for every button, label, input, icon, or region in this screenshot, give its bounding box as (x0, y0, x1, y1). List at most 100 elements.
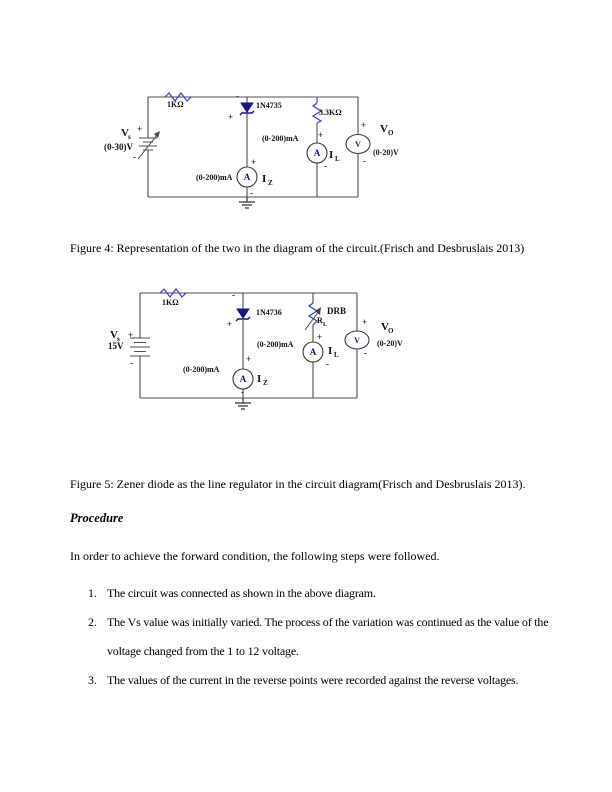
zener-diode-icon (235, 308, 251, 322)
label-source-name: V (110, 329, 118, 341)
label-iz-name: I (257, 373, 261, 385)
il-plus-mark: + (318, 130, 323, 140)
zener-triangle (236, 308, 250, 319)
label-vo-sub: O (388, 129, 394, 137)
procedure-steps: 1. The circuit was connected as shown in… (88, 579, 550, 695)
figure5-circuit-diagram: A A V 1KΩ - 1N4736 + V s + 15V - (0-200)… (108, 288, 403, 410)
voltmeter-letter: V (354, 336, 360, 345)
figure5-caption: Figure 5: Zener diode as the line regula… (70, 477, 526, 491)
label-source-value: 15V (108, 341, 124, 351)
iz-plus-mark: + (246, 354, 251, 364)
label-il-range: (0-200)mA (262, 134, 299, 143)
source-plus-mark: + (128, 330, 133, 340)
label-series-resistor: 1KΩ (162, 298, 179, 307)
ammeter-iz-icon (236, 166, 258, 188)
procedure-intro: In order to achieve the forward conditio… (70, 549, 440, 563)
label-il-sub: L (334, 351, 339, 359)
source-minus-mark: - (130, 358, 133, 368)
step-number: 2. (88, 615, 97, 629)
zener-bar (235, 316, 251, 322)
label-il-name: I (328, 345, 332, 357)
variable-arrowhead (154, 131, 160, 138)
figure5-wires (139, 292, 358, 399)
label-iz-sub: Z (263, 379, 268, 387)
il-minus-mark: - (326, 359, 329, 369)
label-iz-sub: Z (268, 179, 273, 187)
battery-icon (130, 337, 150, 357)
label-vo-sub: O (388, 327, 394, 335)
vo-plus-mark: + (362, 317, 367, 327)
ammeter-iz-icon (232, 368, 254, 390)
battery-plates (139, 137, 157, 151)
label-il-range: (0-200)mA (257, 340, 294, 349)
ground-icon (235, 398, 251, 410)
zener-minus-mark: - (232, 290, 235, 300)
zener-plus-mark: + (227, 319, 232, 329)
ammeter-iz-letter: A (244, 172, 251, 182)
vo-minus-mark: - (364, 348, 367, 358)
label-iz-range: (0-200)mA (183, 365, 220, 374)
label-source-name: V (121, 127, 129, 139)
step-text: The Vs value was initially varied. The p… (107, 615, 549, 658)
il-minus-mark: - (324, 161, 327, 171)
drb-variable-resistor-icon (304, 302, 321, 331)
variable-arrow (137, 133, 159, 160)
zener-plus-mark: + (228, 112, 233, 122)
step-number: 3. (88, 673, 97, 687)
variable-source-icon (137, 131, 160, 160)
figure4-wires (147, 96, 359, 198)
step-item: 3. The values of the current in the reve… (88, 666, 550, 695)
label-vo-name: V (380, 123, 388, 135)
ammeter-iz-letter: A (240, 374, 247, 384)
label-source-range: (0-30)V (104, 142, 133, 152)
drb-arrowhead (315, 307, 321, 315)
step-text: The circuit was connected as shown in th… (107, 586, 376, 600)
label-iz-range: (0-200)mA (196, 173, 233, 182)
step-number: 1. (88, 586, 97, 600)
drb-arrow (304, 310, 320, 331)
voltmeter-icon (345, 133, 371, 155)
il-plus-mark: + (317, 332, 322, 342)
figure4-circuit-diagram: A A V 1KΩ - 1N4735 + V s + (0-30)V - (0-… (104, 91, 399, 209)
step-item: 2. The Vs value was initially varied. Th… (88, 608, 550, 666)
iz-minus-mark: - (241, 387, 244, 397)
label-source-sub: s (117, 335, 120, 343)
source-minus-mark: - (133, 152, 136, 162)
series-resistor-icon (159, 288, 187, 298)
zener-bar (239, 110, 255, 116)
ammeter-il-icon (306, 142, 328, 164)
source-plus-mark: + (137, 124, 142, 134)
vo-plus-mark: + (361, 120, 366, 130)
ammeter-il-letter: A (310, 347, 317, 357)
zener-minus-mark: - (236, 91, 239, 101)
zener-triangle (240, 102, 254, 113)
ammeter-il-icon (302, 341, 324, 363)
ground-icon (239, 197, 255, 209)
label-il-sub: L (335, 155, 340, 163)
load-resistor-icon (311, 102, 323, 124)
step-text: The values of the current in the reverse… (107, 673, 519, 687)
drb-zigzag (307, 302, 319, 326)
ammeter-il-letter: A (314, 148, 321, 158)
label-iz-name: I (262, 173, 266, 185)
label-series-resistor: 1KΩ (167, 100, 184, 109)
label-zener-part: 1N4735 (256, 101, 282, 110)
label-vo-range: (0-20)V (377, 339, 403, 348)
figure4-caption: Figure 4: Representation of the two in t… (70, 241, 525, 255)
iz-minus-mark: - (250, 188, 253, 198)
label-load-r-sub: L (323, 322, 327, 328)
label-zener-part: 1N4736 (256, 308, 282, 317)
zener-diode-icon (239, 102, 255, 116)
label-load-r: R (317, 316, 323, 325)
label-load-resistor: 3.3KΩ (319, 108, 342, 117)
voltmeter-icon (344, 330, 370, 350)
label-il-name: I (329, 149, 333, 161)
label-source-sub: s (128, 133, 131, 141)
voltmeter-letter: V (355, 140, 361, 149)
series-resistor-icon (164, 92, 192, 102)
label-load-name: DRB (327, 306, 346, 316)
vo-minus-mark: - (363, 156, 366, 166)
iz-plus-mark: + (251, 157, 256, 167)
procedure-heading: Procedure (70, 511, 124, 525)
step-item: 1. The circuit was connected as shown in… (88, 579, 550, 608)
